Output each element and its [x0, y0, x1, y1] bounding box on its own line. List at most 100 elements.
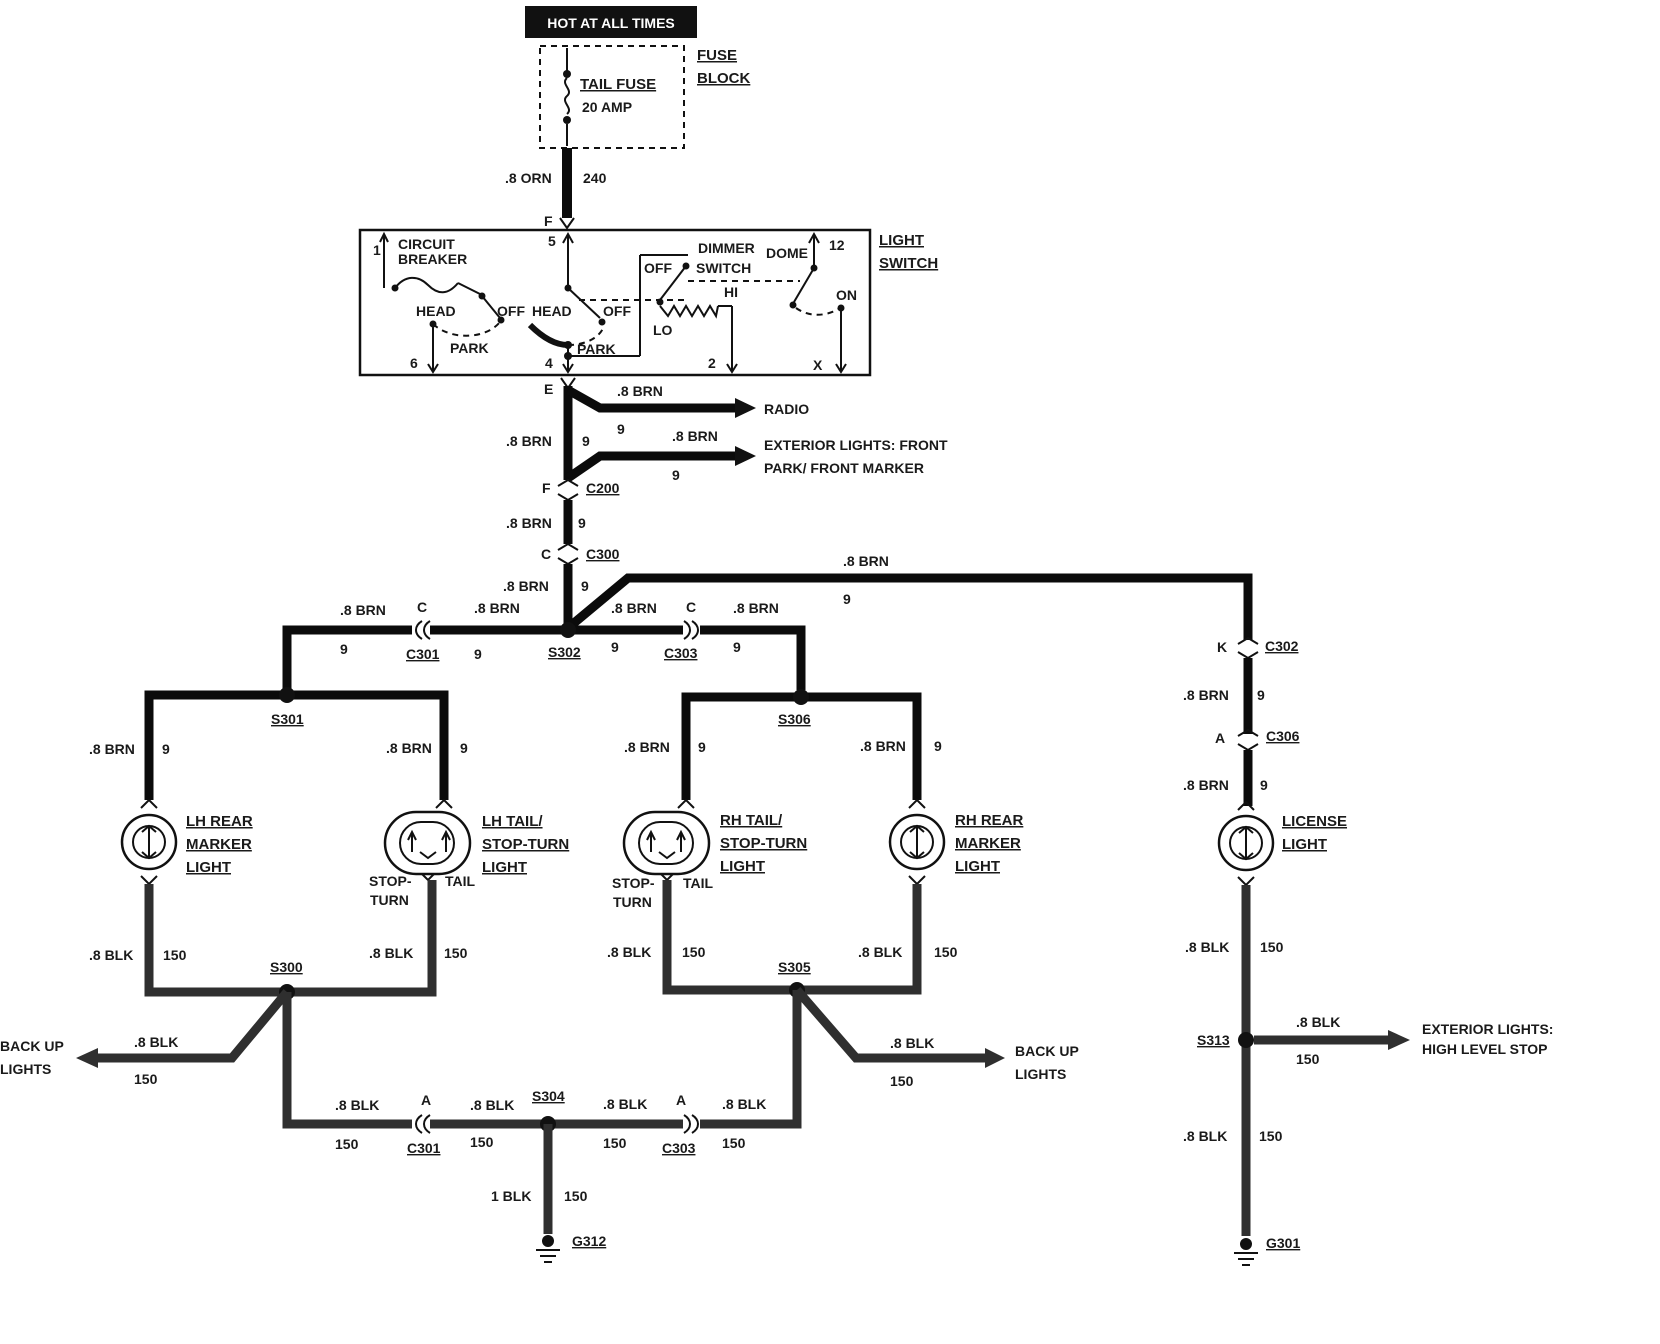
- s301-feed-circ-l: 9: [340, 641, 348, 657]
- main-circuit-2: 9: [578, 515, 586, 531]
- pin-12: 12: [829, 237, 845, 253]
- dimmer-lo: LO: [653, 322, 673, 338]
- license-blk-circ-1: 150: [1260, 939, 1284, 955]
- license-circ-2: 9: [1260, 777, 1268, 793]
- dimmer-off: OFF: [644, 260, 672, 276]
- feed-gauge: .8 ORN: [505, 170, 552, 186]
- rh-marker-label-2: MARKER: [955, 835, 1021, 852]
- head-label-1: HEAD: [416, 303, 456, 319]
- s301-feed-circ-r: 9: [474, 646, 482, 662]
- rh-marker-blk-circ: 150: [934, 944, 958, 960]
- off-label-1: OFF: [497, 303, 525, 319]
- license-circ-1: 9: [1257, 687, 1265, 703]
- light-switch: LIGHT SWITCH 1 CIRCUIT BREAKER OFF HEAD …: [358, 228, 938, 377]
- hls-gauge: .8 BLK: [1296, 1014, 1340, 1030]
- bot-gauge-2: .8 BLK: [470, 1097, 514, 1113]
- bot-circ-3: 150: [603, 1135, 627, 1151]
- main-circuit-1: 9: [582, 433, 590, 449]
- lh-marker-gauge: .8 BRN: [89, 741, 135, 757]
- s305-label: S305: [778, 959, 811, 975]
- front-gauge: .8 BRN: [672, 428, 718, 444]
- license-feed-gauge: .8 BRN: [843, 553, 889, 569]
- s306-splice: [793, 689, 809, 705]
- fuse-block-label-1: FUSE: [697, 47, 737, 64]
- g301-ground-icon: [1234, 1238, 1258, 1266]
- rh-stop-label-2: TURN: [613, 894, 652, 910]
- s301-feed-gauge-r: .8 BRN: [474, 600, 520, 616]
- lh-tail-gauge: .8 BRN: [386, 740, 432, 756]
- c303-pin-a: A: [676, 1092, 686, 1108]
- pin-6: 6: [410, 355, 418, 371]
- g312-ground-icon: [536, 1235, 560, 1263]
- g312-circ: 150: [564, 1188, 588, 1204]
- c300-pin: C: [541, 546, 551, 562]
- c302-label: C302: [1265, 638, 1299, 654]
- pin-4: 4: [545, 355, 553, 371]
- rh-stop-label-1: STOP-: [612, 875, 655, 891]
- feed-pin-f: F: [544, 213, 553, 229]
- backup-left-2: LIGHTS: [0, 1061, 51, 1077]
- rh-tail-label-3: LIGHT: [720, 858, 765, 875]
- rh-marker-label-3: LIGHT: [955, 858, 1000, 875]
- switch-pin-e: E: [544, 381, 553, 397]
- bot-gauge-3: .8 BLK: [603, 1096, 647, 1112]
- pin-5: 5: [548, 233, 556, 249]
- s313-splice: [1238, 1032, 1254, 1048]
- light-switch-title-2: SWITCH: [879, 255, 938, 272]
- s301-label: S301: [271, 711, 304, 727]
- s304-label: S304: [532, 1088, 565, 1104]
- park-label-2: PARK: [577, 341, 616, 357]
- hot-label: HOT AT ALL TIMES: [547, 15, 675, 31]
- lh-tail-label-3: LIGHT: [482, 859, 527, 876]
- fuse-rating: 20 AMP: [582, 99, 632, 115]
- c303-label-top: C303: [664, 645, 698, 661]
- front-lights-wire: [565, 451, 735, 482]
- main-gauge-3: .8 BRN: [503, 578, 549, 594]
- lh-stop-label-2: TURN: [370, 892, 409, 908]
- license-gauge-2: .8 BRN: [1183, 777, 1229, 793]
- g312-gauge: 1 BLK: [491, 1188, 531, 1204]
- circuit-breaker-2: BREAKER: [398, 251, 467, 267]
- lh-marker-label-3: LIGHT: [186, 859, 231, 876]
- front-label-2: PARK/ FRONT MARKER: [764, 460, 924, 476]
- g312-label: G312: [572, 1233, 606, 1249]
- backup-right-2: LIGHTS: [1015, 1066, 1066, 1082]
- c301-pin-a: A: [421, 1092, 431, 1108]
- park-label-1: PARK: [450, 340, 489, 356]
- dimmer-hi: HI: [724, 284, 738, 300]
- lh-marker-circ: 9: [162, 741, 170, 757]
- s300-label: S300: [270, 959, 303, 975]
- fuse-block-label-2: BLOCK: [697, 70, 750, 87]
- radio-wire: [565, 386, 735, 413]
- head-label-2: HEAD: [532, 303, 572, 319]
- bot-circ-4: 150: [722, 1135, 746, 1151]
- license-label-1: LICENSE: [1282, 813, 1347, 830]
- lh-tail-stop-turn-lamp: [383, 798, 472, 882]
- rh-marker-blk-gauge: .8 BLK: [858, 944, 902, 960]
- license-feed-wire: [565, 573, 1253, 640]
- radio-circuit: 9: [617, 421, 625, 437]
- s306-feed-gauge-r: .8 BRN: [733, 600, 779, 616]
- s301-feed-gauge-l: .8 BRN: [340, 602, 386, 618]
- main-circuit-3: 9: [581, 578, 589, 594]
- rh-tail-gauge: .8 BRN: [624, 739, 670, 755]
- s302-splice: [560, 622, 576, 638]
- lighting-wiring-diagram: HOT AT ALL TIMES TAIL FUSE 20 AMP FUSE B…: [0, 6, 1553, 1266]
- rh-tail-circ: 9: [698, 739, 706, 755]
- hls-label-2: HIGH LEVEL STOP: [1422, 1041, 1548, 1057]
- light-switch-title-1: LIGHT: [879, 232, 924, 249]
- rh-tail-stop-turn-lamp: [622, 798, 711, 882]
- hot-at-all-times-box: HOT AT ALL TIMES: [525, 6, 697, 38]
- c303-pin-c: C: [686, 599, 696, 615]
- dimmer-2: SWITCH: [696, 260, 751, 276]
- feed-circuit: 240: [583, 170, 607, 186]
- rh-marker-gauge: .8 BRN: [860, 738, 906, 754]
- pin-2: 2: [708, 355, 716, 371]
- bot-gauge-4: .8 BLK: [722, 1096, 766, 1112]
- lh-marker-label-2: MARKER: [186, 836, 252, 853]
- lh-tail-circ: 9: [460, 740, 468, 756]
- bot-circ-1: 150: [335, 1136, 359, 1152]
- lh-tail-blk-circ: 150: [444, 945, 468, 961]
- lh-marker-blk-gauge: .8 BLK: [89, 947, 133, 963]
- off-label-2: OFF: [603, 303, 631, 319]
